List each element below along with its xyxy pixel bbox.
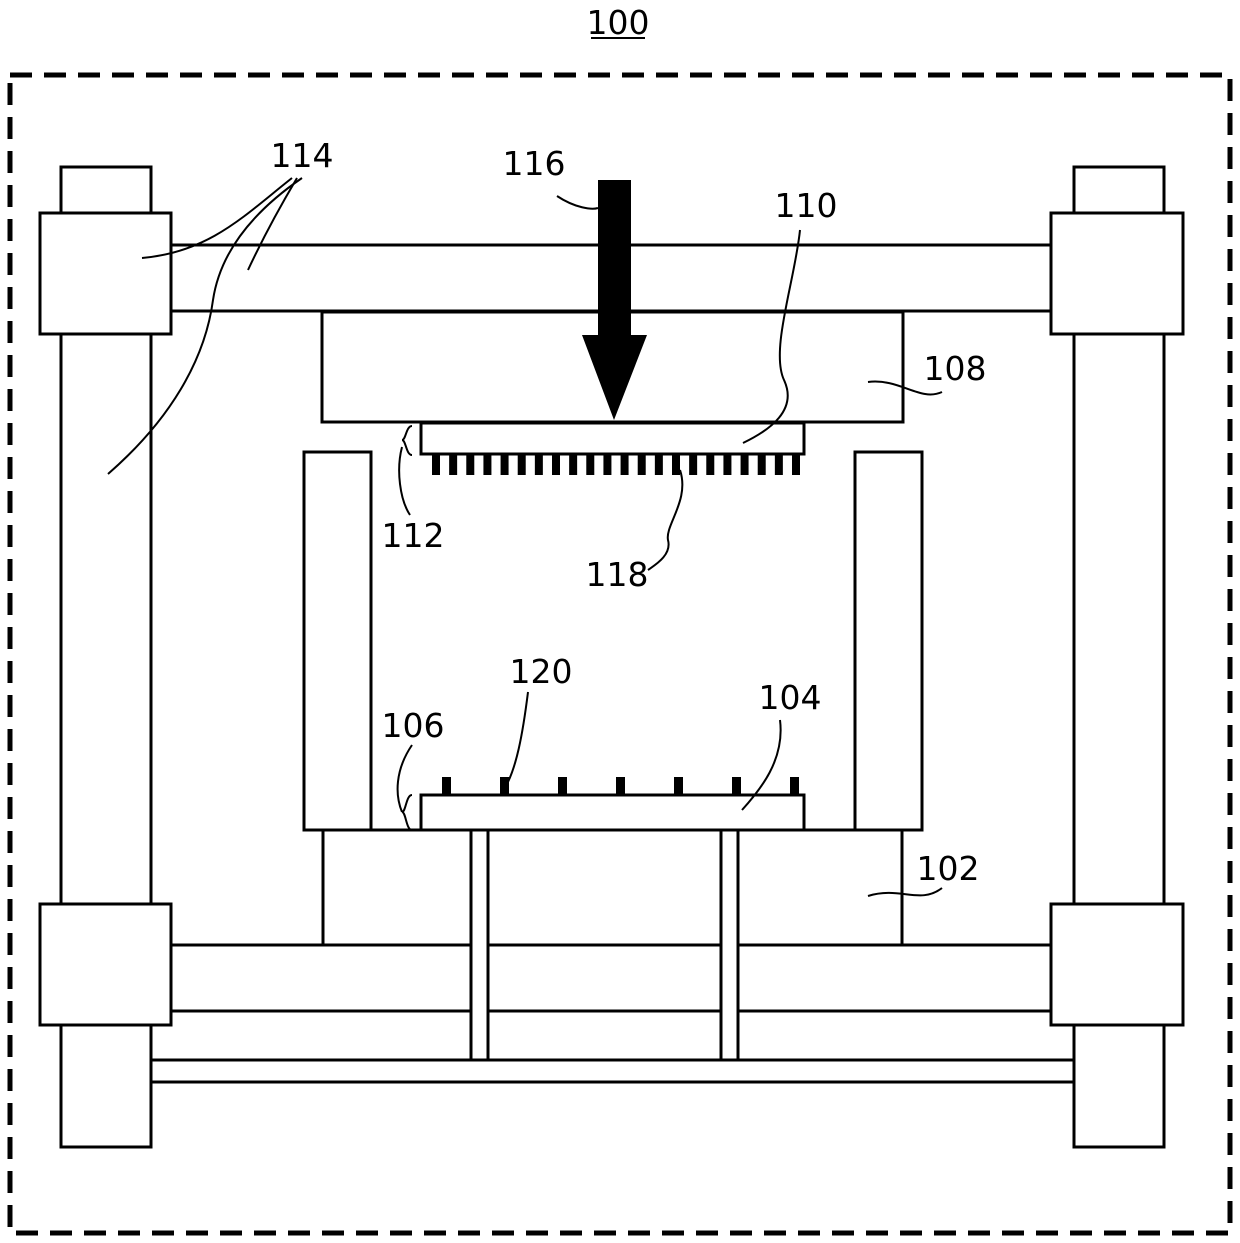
lower-bump bbox=[732, 777, 741, 795]
lower-bump bbox=[790, 777, 799, 795]
label-118: 118 bbox=[586, 555, 649, 594]
upper-bump bbox=[603, 454, 611, 475]
leader-116 bbox=[557, 196, 598, 209]
label-102: 102 bbox=[917, 849, 980, 888]
lower-base-block bbox=[323, 830, 902, 945]
lower-substrate bbox=[421, 795, 804, 830]
upper-bump bbox=[569, 454, 577, 475]
leader-118 bbox=[648, 470, 682, 570]
figure-title: 100 bbox=[587, 3, 650, 42]
upper-bump bbox=[501, 454, 509, 475]
upper-bump bbox=[723, 454, 731, 475]
label-110: 110 bbox=[775, 186, 838, 225]
upper-bump bbox=[741, 454, 749, 475]
lower-left-collar bbox=[40, 904, 171, 1025]
upper-bump bbox=[775, 454, 783, 475]
lower-bump-array bbox=[442, 777, 799, 795]
upper-bump bbox=[552, 454, 560, 475]
leader-106 bbox=[398, 745, 412, 812]
upper-left-collar bbox=[40, 213, 171, 334]
lower-crossbar bbox=[170, 945, 1052, 1011]
upper-bump bbox=[483, 454, 491, 475]
right-guide-column bbox=[855, 452, 922, 830]
brace-112 bbox=[402, 426, 412, 455]
leader-120 bbox=[508, 692, 528, 782]
label-104: 104 bbox=[759, 678, 822, 717]
lower-bump bbox=[674, 777, 683, 795]
upper-component bbox=[421, 423, 804, 454]
upper-bump bbox=[466, 454, 474, 475]
upper-bump bbox=[706, 454, 714, 475]
upper-bump bbox=[621, 454, 629, 475]
upper-bump-array bbox=[432, 454, 800, 475]
right-support-rod bbox=[721, 830, 738, 1060]
upper-bump bbox=[449, 454, 457, 475]
lower-bump bbox=[500, 777, 509, 795]
label-112: 112 bbox=[382, 516, 445, 555]
upper-bump bbox=[535, 454, 543, 475]
upper-bump bbox=[672, 454, 680, 475]
left-support-rod bbox=[471, 830, 488, 1060]
upper-bump bbox=[586, 454, 594, 475]
upper-bump bbox=[518, 454, 526, 475]
label-106: 106 bbox=[382, 706, 445, 745]
upper-bump bbox=[638, 454, 646, 475]
upper-bump bbox=[758, 454, 766, 475]
upper-bump bbox=[655, 454, 663, 475]
left-guide-column bbox=[304, 452, 371, 830]
label-108: 108 bbox=[924, 349, 987, 388]
lower-right-collar bbox=[1051, 904, 1183, 1025]
bottom-tie-bar bbox=[151, 1060, 1074, 1082]
label-116: 116 bbox=[503, 144, 566, 183]
lower-bump bbox=[558, 777, 567, 795]
upper-bump bbox=[432, 454, 440, 475]
upper-bump bbox=[689, 454, 697, 475]
label-120: 120 bbox=[510, 652, 573, 691]
lower-bump bbox=[442, 777, 451, 795]
upper-bump bbox=[792, 454, 800, 475]
lower-bump bbox=[616, 777, 625, 795]
brace-106 bbox=[402, 795, 412, 830]
label-114: 114 bbox=[271, 136, 334, 175]
leader-112 bbox=[399, 447, 410, 515]
upper-right-collar bbox=[1051, 213, 1183, 334]
